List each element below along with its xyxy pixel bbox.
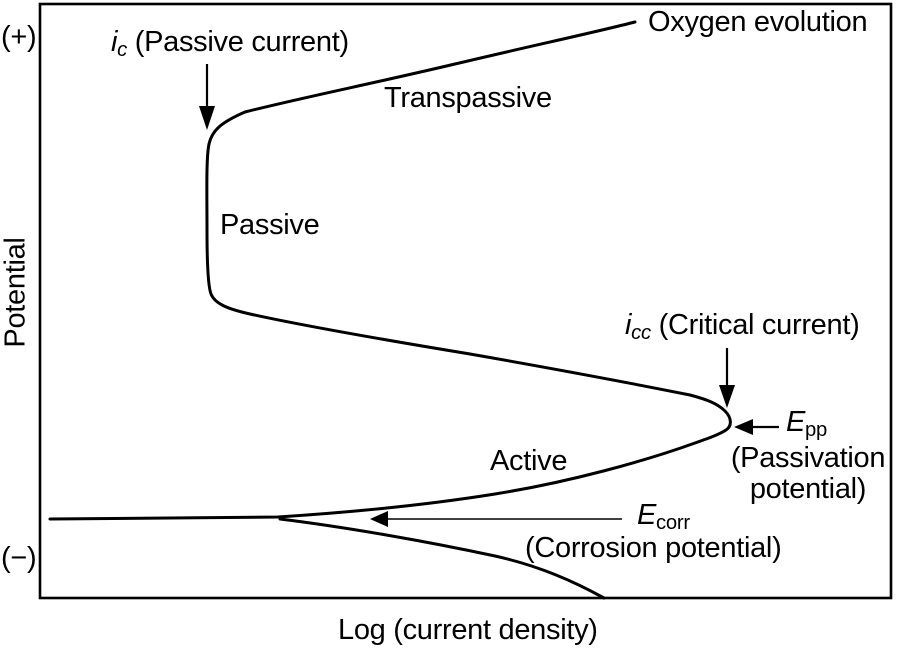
passive-current-label: ic (Passive current) bbox=[111, 26, 349, 61]
ecorr-left-arrowhead-icon bbox=[370, 511, 388, 527]
oxygen-evolution-label: Oxygen evolution bbox=[648, 6, 868, 38]
ic-description: (Passive current) bbox=[127, 26, 349, 58]
epp-symbol: E bbox=[786, 406, 806, 438]
corrosion-potential-symbol-label: Ecorr bbox=[637, 499, 690, 534]
y-axis-negative-sign: (−) bbox=[1, 542, 37, 574]
anodic-polarization-curve bbox=[48, 20, 732, 521]
icc-description: (Critical current) bbox=[650, 309, 860, 341]
plot-border bbox=[38, 2, 893, 600]
ic-down-arrowhead-icon bbox=[199, 106, 215, 130]
icc-subscript: cc bbox=[631, 321, 651, 344]
region-passive-label: Passive bbox=[220, 209, 320, 241]
region-active-label: Active bbox=[490, 445, 568, 477]
y-axis-positive-sign: (+) bbox=[1, 21, 37, 53]
x-axis-label: Log (current density) bbox=[338, 614, 598, 646]
corrosion-potential-description: (Corrosion potential) bbox=[525, 532, 782, 564]
ecorr-subscript: corr bbox=[656, 511, 690, 534]
passivation-potential-description: (Passivation potential) bbox=[722, 443, 894, 505]
icc-symbol: i bbox=[625, 309, 632, 341]
icc-down-arrowhead-icon bbox=[719, 385, 735, 408]
critical-current-label: icc (Critical current) bbox=[625, 309, 860, 344]
region-transpassive-label: Transpassive bbox=[384, 82, 552, 114]
y-axis-label: Potential bbox=[0, 237, 32, 348]
ic-symbol: i bbox=[111, 26, 118, 58]
epp-subscript: pp bbox=[805, 418, 828, 441]
cathodic-branch-curve bbox=[278, 517, 606, 600]
ecorr-symbol: E bbox=[637, 499, 657, 531]
passivation-desc-line2: potential) bbox=[749, 473, 867, 505]
ic-subscript: c bbox=[117, 38, 127, 61]
epp-left-arrowhead-icon bbox=[734, 419, 753, 435]
passivation-desc-line1: (Passivation bbox=[730, 442, 886, 474]
passivation-potential-symbol-label: Epp bbox=[786, 406, 827, 441]
